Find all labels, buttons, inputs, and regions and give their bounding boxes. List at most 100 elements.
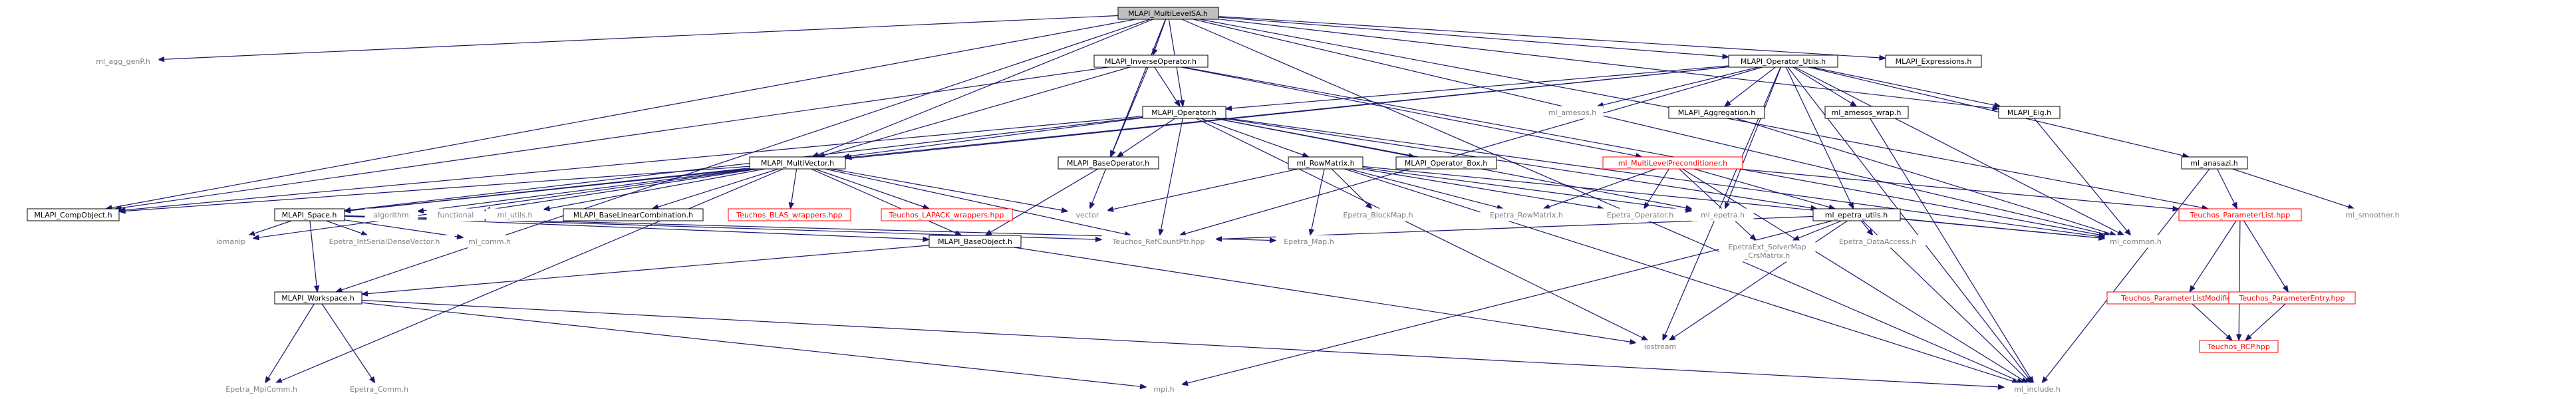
node-label: ml_smoother.h (2345, 211, 2399, 219)
node-box (344, 382, 415, 396)
edge-mv-to-algorithm (416, 168, 751, 213)
edge-epu-to-mlcommon (1900, 218, 2106, 241)
node-label: ml_include.h (2014, 385, 2061, 394)
node-mlapi-operator-utils-h[interactable]: MLAPI_Operator_Utils.h (1728, 55, 1838, 68)
edge-mv-to-rcp (825, 168, 1132, 237)
node-label: ml_amesos_wrap.h (1832, 108, 1902, 117)
edge-oputils-to-amesos (1596, 66, 1759, 108)
edge-mv-to-mlutils2 (651, 168, 779, 210)
node-mlapi-aggregation-h[interactable]: MLAPI_Aggregation.h (1668, 106, 1765, 119)
arrow-head (1723, 100, 1731, 107)
arrow-head (157, 56, 165, 63)
node-ml-epetra-utils-h[interactable]: ml_epetra_utils.h (1812, 208, 1901, 221)
node-mlapi-operator-h[interactable]: MLAPI_Operator.h (1142, 106, 1226, 119)
node-teuchos-parameterlistmodifier-hpp[interactable]: Teuchos_ParameterListModifier.hpp (2106, 291, 2265, 305)
arrow-head (1685, 207, 1693, 213)
edge-root-to-agg (157, 15, 1118, 63)
node-ml-amesos-wrap-h[interactable]: ml_amesos_wrap.h (1824, 106, 1909, 119)
node-box (426, 208, 485, 221)
node-teuchos-blas-wrappers-hpp[interactable]: Teuchos_BLAS_wrappers.hpp (728, 208, 851, 221)
node-box (274, 208, 345, 221)
node-mlapi-baseobject-h[interactable]: MLAPI_BaseObject.h (929, 235, 1022, 248)
node-box (1146, 382, 1183, 396)
node-box (1541, 106, 1604, 119)
edge-space-to-workspace (309, 220, 320, 293)
edge-mv-to-space (343, 168, 750, 213)
edge-plist-to-trcp (2235, 220, 2242, 342)
arrow-head (1095, 236, 1103, 243)
edge-space-to-serialdense (326, 220, 368, 236)
node-mlapi-multivector-h[interactable]: MLAPI_MultiVector.h (749, 156, 846, 170)
node-label: MLAPI_BaseObject.h (938, 237, 1012, 246)
node-box (2004, 382, 2071, 396)
node-mlapi-operator-box-h[interactable]: MLAPI_Operator_Box.h (1395, 156, 1497, 170)
node-label: Epetra_Map.h (1284, 237, 1334, 246)
node-functional: functional (426, 208, 485, 221)
node-iomanip: iomanip (208, 235, 253, 248)
edge-anasazi-to-mlinclude (2041, 168, 2210, 384)
node-ml-include-h: ml_include.h (2004, 382, 2071, 396)
node-box (1596, 208, 1685, 221)
node-ml-amesos-h: ml_amesos.h (1541, 106, 1604, 119)
node-label: MLAPI_InverseOperator.h (1105, 57, 1197, 66)
arrow-head (2282, 285, 2289, 293)
node-box (1068, 208, 1108, 221)
node-label: algorithm (373, 211, 408, 219)
node-teuchos-parameterlist-hpp[interactable]: Teuchos_ParameterList.hpp (2178, 208, 2302, 221)
edge-pentry-to-trcp (2244, 303, 2286, 341)
arrow-head (1630, 338, 1638, 345)
node-mlapi-inverseoperator-h[interactable]: MLAPI_InverseOperator.h (1093, 55, 1209, 68)
node-label: MLAPI_BaseLinearCombination.h (573, 211, 693, 219)
edge-plmod-to-trcp (2192, 303, 2233, 341)
arrow-head (1643, 201, 1650, 210)
edge-eig-to-mlcommon (2033, 118, 2132, 237)
node-teuchos-rcp-hpp[interactable]: Teuchos_RCP.hpp (2199, 340, 2279, 353)
node-label: Epetra_MpiComm.h (225, 385, 297, 394)
node-label: Teuchos_BLAS_wrappers.hpp (736, 211, 842, 219)
edge-workspace-to-mpicomm (264, 303, 315, 384)
node-teuchos-lapack-wrappers-hpp[interactable]: Teuchos_LAPACK_wrappers.hpp (881, 208, 1013, 221)
node-ml-multilevelpreconditioner-h[interactable]: ml_MultiLevelPreconditioner.h (1602, 156, 1743, 170)
node-box (1668, 106, 1765, 119)
arrow-head (247, 230, 255, 236)
node-ml-anasazi-h[interactable]: ml_anasazi.h (2181, 156, 2248, 170)
arrow-head (1269, 237, 1277, 243)
edge-op-to-mv (842, 117, 1143, 159)
node-mlapi-compobject-h[interactable]: MLAPI_CompObject.h (27, 208, 120, 221)
node-label: MLAPI_Eig.h (2007, 108, 2051, 117)
arrow-head (1106, 206, 1114, 212)
arrow-head (1848, 201, 1854, 210)
node-mlapi-multilevelsa-h[interactable]: MLAPI_MultiLevelSA.h (1117, 7, 1219, 20)
node-mlapi-eig-h[interactable]: MLAPI_Eig.h (1998, 106, 2061, 119)
arrow-head (1061, 207, 1069, 213)
edge-mv-to-compobj (118, 166, 750, 214)
node-box (1602, 156, 1743, 170)
node-mlapi-workspace-h[interactable]: MLAPI_Workspace.h (274, 291, 362, 305)
arrow-head (1662, 333, 1668, 342)
edge-aggreg-to-mlcommon (1736, 118, 2118, 237)
node-ml-rowmatrix-h[interactable]: ml_RowMatrix.h (1288, 156, 1363, 170)
node-mlapi-baseoperator-h[interactable]: MLAPI_BaseOperator.h (1058, 156, 1159, 170)
node-box (1998, 106, 2061, 119)
node-mlapi-space-h[interactable]: MLAPI_Space.h (274, 208, 345, 221)
node-teuchos-parameterentry-hpp[interactable]: Teuchos_ParameterEntry.hpp (2228, 291, 2356, 305)
node-label: Teuchos_RefCountPtr.hpp (1112, 237, 1205, 246)
node-label: Teuchos_RCP.hpp (2207, 342, 2270, 351)
arrow-head (2117, 229, 2125, 236)
edge-space-to-iomanip (247, 220, 292, 236)
arrow-head (1997, 384, 2005, 390)
node-box (274, 291, 362, 305)
node-mlapi-expressions-h[interactable]: MLAPI_Expressions.h (1885, 55, 1982, 68)
node-mpi-h: mpi.h (1146, 382, 1183, 396)
edge-epu-to-dataacc (1860, 220, 1874, 237)
edge-oputils-to-epu (1785, 66, 1854, 210)
node-mlapi-baselinearcombination-h[interactable]: MLAPI_BaseLinearCombination.h (563, 208, 704, 221)
arrow-head (1641, 335, 1649, 341)
node-box (1288, 156, 1363, 170)
edge-workspace-to-ecomm (321, 303, 376, 384)
node-ml-utils-h: ml_utils.h (486, 208, 544, 221)
edge-root-to-workspace (335, 19, 1151, 293)
node-epetra-comm-h: Epetra_Comm.h (344, 382, 415, 396)
edge-plist-to-pentry (2243, 220, 2289, 293)
edge-inv-to-mv (817, 66, 1130, 158)
